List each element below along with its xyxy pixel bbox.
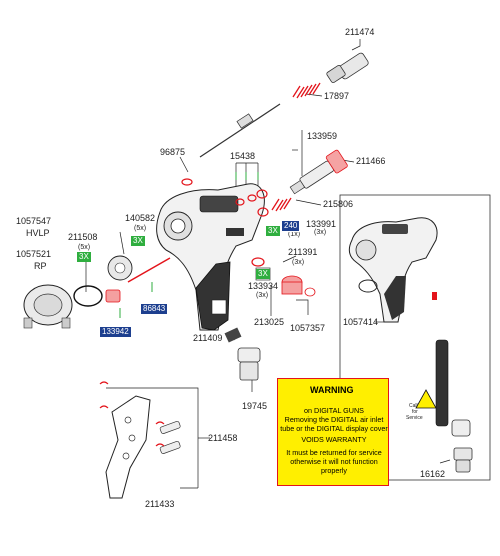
part-label: 15438 <box>230 151 256 161</box>
quantity-label: (3x) <box>292 259 305 266</box>
green-tag: 3X <box>131 236 145 246</box>
part-label: 213025 <box>254 317 285 327</box>
spray-gun-body <box>156 183 265 331</box>
quantity-label: (5x) <box>134 225 147 232</box>
warning-line: on DIGITAL GUNS <box>304 406 364 415</box>
air-inlet-fitting <box>224 327 261 381</box>
spring-215806 <box>271 197 292 212</box>
part-label: 17897 <box>324 91 350 101</box>
air-cap <box>23 284 73 329</box>
part-label: 1057414 <box>343 317 379 327</box>
part-label: 1057357 <box>290 323 326 333</box>
part-label: 211466 <box>356 156 386 166</box>
green-pins <box>119 172 259 318</box>
part-label: 96875 <box>160 147 186 157</box>
warning-line: VOIDS WARRANTY <box>301 435 367 444</box>
quantity-label: (1x) <box>288 231 301 238</box>
service-gun-outline <box>348 217 438 323</box>
service-note: for <box>412 409 418 415</box>
part-label: 1057521 <box>16 249 52 259</box>
part-label: 133991 <box>306 219 337 229</box>
part-label: 211409 <box>193 333 223 343</box>
blue-tag: 86843 <box>140 303 169 315</box>
green-tag: 3X <box>256 269 270 279</box>
part-label: 133959 <box>307 131 338 141</box>
warning-box: WARNING on DIGITAL GUNS Removing the DIG… <box>277 378 389 486</box>
model-label: HVLP <box>26 228 50 238</box>
trigger-pins <box>99 381 181 454</box>
part-label: 211433 <box>145 499 175 509</box>
warning-line: tube or the DIGITAL display cover <box>280 424 388 433</box>
caution-icon <box>415 389 437 409</box>
fluid-adjuster <box>289 149 348 195</box>
part-label: 211508 <box>68 232 98 242</box>
service-fittings <box>451 419 473 473</box>
part-label: 211391 <box>288 247 318 257</box>
part-label: 19745 <box>242 401 268 411</box>
seal-ring <box>358 279 378 293</box>
warning-line: It must be returned for service <box>286 448 382 457</box>
model-label: RP <box>34 261 47 271</box>
part-label: 211458 <box>208 433 238 443</box>
retaining-ring <box>73 285 103 307</box>
warning-title: WARNING <box>310 385 354 395</box>
part-label: 215806 <box>323 199 354 209</box>
nozzle <box>107 255 133 281</box>
service-note: Call <box>409 403 418 409</box>
warning-line: properly <box>321 466 347 475</box>
quantity-label: (5x) <box>78 244 91 251</box>
needle-spring-set <box>199 52 369 158</box>
air-tube <box>435 339 449 427</box>
part-label: 211474 <box>345 27 375 37</box>
blue-tag: 133942 <box>99 326 132 338</box>
part-label: 1057547 <box>16 216 52 226</box>
trigger <box>105 395 151 499</box>
warning-line: Removing the DIGITAL air inlet <box>284 415 384 424</box>
warning-line: otherwise it will not function <box>290 457 378 466</box>
part-label: 133934 <box>248 281 279 291</box>
quantity-label: (3x) <box>314 229 327 236</box>
needle-seal <box>105 289 121 303</box>
part-label: 140582 <box>125 213 156 223</box>
service-note: Service <box>406 415 423 421</box>
part-label: 16162 <box>420 469 446 479</box>
blue-tag: 240 <box>281 220 301 232</box>
o-rings <box>181 178 269 267</box>
green-tag: 3X <box>77 252 91 262</box>
quantity-label: (3x) <box>256 292 269 299</box>
green-tag: 3X <box>266 226 280 236</box>
